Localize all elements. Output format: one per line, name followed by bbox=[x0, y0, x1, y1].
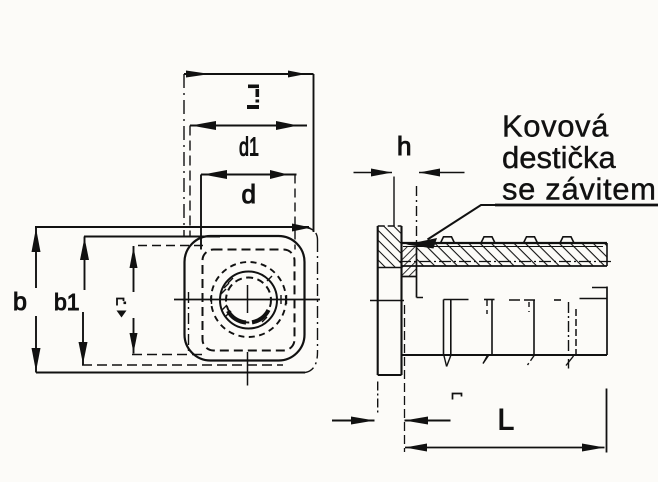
svg-text:d1: d1 bbox=[239, 132, 259, 162]
svg-text:h: h bbox=[397, 131, 411, 161]
svg-text:b: b bbox=[13, 288, 27, 316]
svg-text:Kovová: Kovová bbox=[502, 109, 609, 144]
svg-text:destička: destička bbox=[502, 140, 616, 175]
svg-text:b1: b1 bbox=[54, 289, 80, 315]
svg-text:se závitem: se závitem bbox=[502, 172, 657, 207]
svg-text:d: d bbox=[242, 179, 256, 209]
svg-text:L: L bbox=[498, 404, 515, 437]
